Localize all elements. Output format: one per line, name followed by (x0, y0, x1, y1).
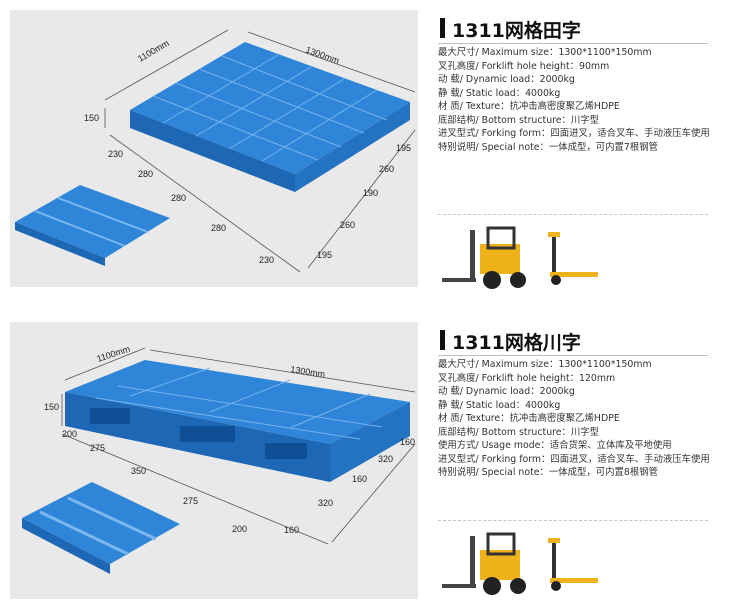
product-title: 1311网格田字 (452, 20, 581, 42)
forklift-icon (442, 226, 598, 289)
pallet-top (130, 42, 410, 174)
title-marker (440, 330, 445, 350)
dim-front-3: 350 (131, 466, 146, 476)
product-title: 1311网格川字 (452, 332, 581, 354)
dim-front-5: 230 (259, 255, 274, 265)
forklift-icon (442, 532, 598, 595)
spec-max-size: 最大尺寸/ Maximum size：1300*1100*150mm (438, 47, 652, 58)
title-divider (438, 355, 708, 356)
divider-dashed (438, 520, 708, 521)
product-section-grid-chuan: 1100mm 1300mm 150 200 275 350 275 200 16… (0, 312, 750, 612)
dim-side-5: 160 (284, 525, 299, 535)
dim-height: 150 (44, 402, 59, 412)
divider-dashed (438, 214, 708, 215)
pallet-diagram: 1100mm 1300mm 150 200 275 350 275 200 16… (22, 344, 416, 574)
spec-dynamic-load: 动 载/ Dynamic load：2000kg (438, 386, 575, 397)
dim-side-5: 195 (317, 250, 332, 260)
dim-height: 150 (84, 113, 99, 123)
title-marker (440, 18, 445, 38)
product-section-grid-tian: 1100mm 1300mm 150 230 280 280 280 230 19… (0, 0, 750, 300)
spec-bottom-structure: 底部结构/ Bottom structure：川字型 (438, 426, 600, 438)
dim-side-4: 260 (340, 220, 355, 230)
dimension-lines (61, 347, 416, 545)
dim-side-3: 190 (363, 188, 378, 198)
pallet-bottom-view (22, 482, 180, 564)
dim-front-2: 280 (138, 169, 153, 179)
spec-usage-mode: 使用方式/ Usage mode：适合货架、立体库及平地使用 (438, 440, 672, 451)
pallet-diagram: 1100mm 1300mm 150 230 280 280 280 230 19… (15, 29, 416, 273)
dim-side-4: 320 (318, 498, 333, 508)
spec-max-size: 最大尺寸/ Maximum size：1300*1100*150mm (438, 359, 652, 370)
dim-side-1: 195 (396, 143, 411, 153)
title-divider (438, 43, 708, 44)
spec-static-load: 静 载/ Static load：4000kg (438, 87, 561, 99)
spec-texture: 材 质/ Texture：抗冲击高密度聚乙烯HDPE (438, 101, 620, 112)
fork-openings (90, 408, 307, 459)
spec-special-note: 特别说明/ Special note：一体成型，可内置8根钢管 (438, 467, 658, 478)
spec-forking-form: 进叉型式/ Forking form：四面进叉，适合叉车、手动液压车使用 (438, 128, 710, 139)
spec-panel: 1311网格田字 最大尺寸/ Maximum size：1300*1100*15… (438, 14, 738, 289)
spec-texture: 材 质/ Texture：抗冲击高密度聚乙烯HDPE (438, 413, 620, 424)
dim-front-1: 200 (62, 429, 77, 439)
dim-width: 1100mm (136, 38, 171, 64)
dim-length: 1300mm (304, 44, 340, 65)
pallet-side (330, 402, 410, 482)
pallet-image: 1100mm 1300mm 150 230 280 280 280 230 19… (10, 10, 418, 287)
spec-bottom-structure: 底部结构/ Bottom structure：川字型 (438, 114, 600, 126)
pallet-grid (95, 367, 383, 440)
dim-side-2: 320 (378, 454, 393, 464)
spec-list: 最大尺寸/ Maximum size：1300*1100*150mm 叉孔高度/… (438, 46, 738, 154)
pallet-front (130, 110, 295, 192)
dim-side-2: 260 (379, 164, 394, 174)
dim-front-3: 280 (171, 193, 186, 203)
dim-side-1: 160 (400, 437, 415, 447)
spec-dynamic-load: 动 载/ Dynamic load：2000kg (438, 74, 575, 85)
pallet-side (295, 102, 410, 192)
dimension-lines (104, 29, 416, 273)
dim-length: 1300mm (290, 364, 326, 379)
dim-front-2: 275 (90, 443, 105, 453)
dim-front-1: 230 (108, 149, 123, 159)
pallet-bottom-view (15, 185, 170, 258)
spec-static-load: 静 载/ Static load：4000kg (438, 399, 561, 411)
pallet-image: 1100mm 1300mm 150 200 275 350 275 200 16… (10, 322, 418, 599)
spec-fork-hole: 叉孔高度/ Forklift hole height：90mm (438, 60, 610, 72)
dim-front-4: 280 (211, 223, 226, 233)
pallet-top (65, 360, 410, 444)
spec-forking-form: 进叉型式/ Forking form：四面进叉，适合叉车、手动液压车使用 (438, 453, 710, 465)
spec-special-note: 特别说明/ Special note：一体成型，可内置7根钢管 (438, 141, 658, 153)
spec-panel: 1311网格川字 最大尺寸/ Maximum size：1300*1100*15… (438, 326, 738, 595)
dim-side-3: 160 (352, 474, 367, 484)
pallet-grid (152, 54, 388, 162)
spec-list: 最大尺寸/ Maximum size：1300*1100*150mm 叉孔高度/… (438, 358, 738, 480)
dim-front-4: 275 (183, 496, 198, 506)
spec-fork-hole: 叉孔高度/ Forklift hole height：120mm (438, 372, 616, 384)
dim-front-5: 200 (232, 524, 247, 534)
